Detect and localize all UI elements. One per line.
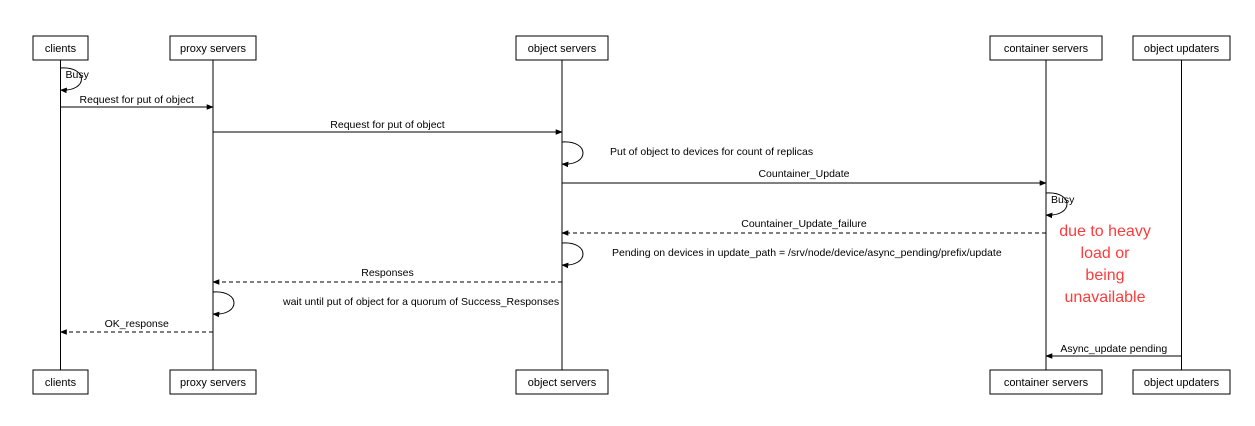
message-8: Pending on devices in update_path = /srv… [561, 242, 1002, 269]
participant-label: proxy servers [180, 377, 247, 389]
message-11: OK_response [59, 318, 213, 335]
message-label: Countainer_Update [758, 168, 849, 180]
message-label: Busy [66, 69, 90, 81]
self-message-arrow [561, 242, 584, 269]
message-9: Responses [212, 267, 562, 285]
note-line: unavailable [1065, 289, 1146, 306]
participant-object-top: object servers [515, 35, 609, 61]
participant-box [515, 369, 609, 395]
message-label: Put of object to devices for count of re… [610, 146, 813, 158]
participant-container-top: container servers [989, 35, 1103, 61]
note-line: due to heavy [1059, 223, 1151, 240]
participant-label: object servers [528, 377, 597, 389]
participant-container-bottom: container servers [989, 369, 1103, 395]
participant-box [989, 35, 1103, 61]
self-message-arrow [1045, 192, 1068, 219]
participant-label: clients [45, 377, 77, 389]
participant-object-bottom: object servers [515, 369, 609, 395]
participant-label: container servers [1004, 377, 1089, 389]
message-10: wait until put of object for a quorum of… [212, 291, 559, 318]
message-label: Request for put of object [330, 119, 444, 131]
message-label: wait until put of object for a quorum of… [282, 296, 559, 308]
participant-updaters-top: object updaters [1132, 35, 1231, 61]
message-label: Responses [361, 267, 414, 279]
participant-box [515, 35, 609, 61]
participant-label: container servers [1004, 43, 1089, 55]
participant-proxy-top: proxy servers [169, 35, 257, 61]
failure-note: due to heavy load or being unavailable [1059, 223, 1151, 306]
participant-label: object servers [528, 43, 597, 55]
participant-box [32, 369, 89, 395]
note-line: load or [1081, 245, 1131, 262]
message-6: Busy [1045, 192, 1075, 219]
participant-clients-top: clients [32, 35, 89, 61]
note-line: being [1085, 267, 1124, 284]
participant-box [1132, 35, 1231, 61]
participant-box [1132, 369, 1231, 395]
message-label: Pending on devices in update_path = /srv… [612, 247, 1002, 259]
message-label: Countainer_Update_failure [741, 218, 867, 230]
participant-proxy-bottom: proxy servers [169, 369, 257, 395]
self-message-arrow [59, 67, 82, 94]
message-12: Async_update pending [1045, 343, 1182, 359]
message-7: Countainer_Update_failure [561, 218, 1046, 236]
message-label: Async_update pending [1060, 343, 1167, 355]
participant-box [989, 369, 1103, 395]
message-label: OK_response [105, 318, 169, 330]
participant-label: proxy servers [180, 43, 247, 55]
participant-box [169, 369, 257, 395]
participant-updaters-bottom: object updaters [1132, 369, 1231, 395]
message-3: Request for put of object [213, 119, 563, 135]
message-2: Request for put of object [60, 94, 214, 110]
participant-box [169, 35, 257, 61]
self-message-arrow [561, 141, 584, 168]
participant-label: object updaters [1144, 43, 1220, 55]
participant-clients-bottom: clients [32, 369, 89, 395]
participant-box [32, 35, 89, 61]
message-5: Countainer_Update [562, 168, 1047, 186]
participant-label: object updaters [1144, 377, 1220, 389]
self-message-arrow [212, 291, 235, 318]
message-1: Busy [59, 67, 90, 94]
participant-label: clients [45, 43, 77, 55]
message-label: Busy [1051, 194, 1075, 206]
message-label: Request for put of object [80, 94, 194, 106]
message-4: Put of object to devices for count of re… [561, 141, 813, 168]
